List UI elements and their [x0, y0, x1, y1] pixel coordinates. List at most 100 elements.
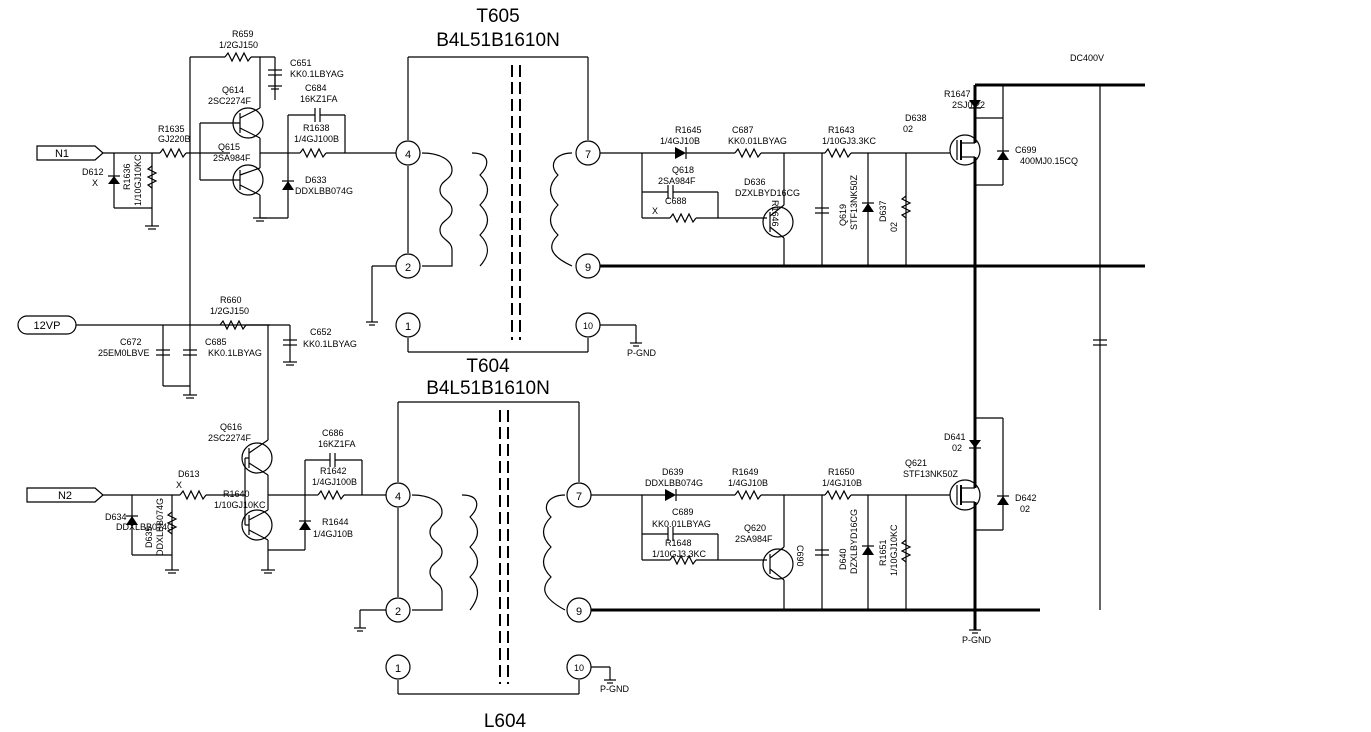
c687-val: 2SA984F — [658, 176, 696, 186]
r1641-ref: D613 — [178, 469, 200, 479]
q618-transistor — [762, 206, 794, 238]
c688-ref: R1646 — [770, 200, 780, 227]
c672-val: 25EM0LBVE — [98, 348, 150, 358]
d639-ref: D639 — [662, 467, 684, 477]
r1649-ref: R1649 — [732, 467, 759, 477]
t604-transformer: T604 B4L51B1610N 4 2 1 7 9 10 P-GND L604 — [354, 356, 630, 732]
r1635-ref: R1635 — [158, 124, 185, 134]
c652-ref: C652 — [310, 327, 332, 337]
r1645-val: 1/10GJ3.3KC — [822, 136, 877, 146]
d612-val: X — [92, 178, 98, 188]
d613-val: DDXLBB074G — [116, 522, 174, 532]
d635-val: 1/4GJ10B — [660, 136, 700, 146]
svg-text:4: 4 — [395, 491, 401, 503]
d641-ref: D641 — [944, 432, 966, 442]
c685-val: KK0.1LBYAG — [208, 348, 262, 358]
l604-ref: L604 — [484, 711, 527, 732]
c672-ref: C672 — [120, 337, 142, 347]
t605-part: B4L51B1610N — [436, 30, 560, 51]
d640-ref: D640 — [838, 548, 848, 570]
top-gate-drive: R1645 1/4GJ10B C687 KK0.01LBYAG R1643 1/… — [600, 125, 1145, 268]
q620-ref: Q620 — [744, 523, 766, 533]
q615-ref: Q615 — [218, 142, 240, 152]
r660-val: 1/2GJ150 — [210, 306, 249, 316]
t604-ref: T604 — [466, 356, 510, 377]
c684-val: 16KZ1FA — [300, 94, 338, 104]
r1644-val: KK0.01LBYAG — [728, 136, 787, 146]
d642-val: 02 — [1020, 504, 1030, 514]
bottom-gate-drive: D639 DDXLBB074G R1649 1/4GJ10B R1650 1/4… — [591, 467, 1040, 612]
q617-val: 1/10GJ10KC — [214, 500, 266, 510]
q619-mosfet — [949, 134, 981, 166]
q617-transistor — [241, 509, 273, 541]
c651-val: KK0.1LBYAG — [290, 69, 344, 79]
d639-val: DDXLBB074G — [645, 478, 703, 488]
t605-pin-1 — [395, 312, 421, 338]
t604-part: B4L51B1610N — [426, 378, 550, 399]
c686-ref: C686 — [322, 428, 344, 438]
d642-ref: D642 — [1015, 493, 1037, 503]
power-stage: D638 02 R1647 2SJ0.22 C699 400MJ0.15CQ Q… — [903, 53, 1145, 645]
q616-val: 2SC2274F — [208, 433, 252, 443]
r1651-val: 1/10GJ10KC — [889, 524, 899, 576]
d635-ref: R1645 — [675, 125, 702, 135]
r659-ref: R659 — [232, 29, 254, 39]
r1638-val: 1/4GJ100B — [294, 134, 339, 144]
r1643-ref: C688 — [665, 196, 687, 206]
q621-val: STF13NK50Z — [903, 469, 959, 479]
d634-val: 1/4GJ10B — [313, 529, 353, 539]
r1648-ref: R1648 — [665, 538, 692, 548]
c686-val: 16KZ1FA — [318, 439, 356, 449]
q616-transistor — [241, 442, 273, 474]
n2-connector — [26, 487, 104, 503]
d613-ref: D634 — [105, 512, 127, 522]
n1-label: N1 — [55, 148, 69, 160]
d640-val: DZXLBYD16CG — [849, 509, 859, 574]
r1649-val: 1/4GJ10B — [728, 478, 768, 488]
top-driver-section: N1 D612 X R1636 1/10GJ10KC R1635 GJ220B … — [36, 29, 396, 325]
t605-pin-4 — [395, 140, 421, 166]
t604-pin-1 — [385, 654, 411, 680]
q615-val: 2SA984F — [213, 153, 251, 163]
c685-ref: C685 — [205, 337, 227, 347]
q619-ref: D638 — [905, 113, 927, 123]
r1641-val: X — [176, 480, 182, 490]
d634-ref: R1644 — [322, 517, 349, 527]
r1642-val: 1/4GJ100B — [312, 477, 357, 487]
d633-val: DDXLBB074G — [295, 186, 353, 196]
t605-transformer: T605 B4L51B1610N 4 2 1 7 9 10 P-GND — [366, 6, 657, 358]
q618-val: DZXLBYD16CG — [735, 188, 800, 198]
r1643-val: X — [652, 206, 658, 216]
n1-connector — [36, 145, 104, 161]
r1646-val: 02 — [889, 222, 899, 232]
pgnd-mosfet-label: P-GND — [962, 635, 992, 645]
d637-val: 2SJ0.22 — [952, 100, 985, 110]
svg-text:2: 2 — [395, 606, 401, 618]
c689-val: KK0.01LBYAG — [652, 519, 711, 529]
svg-text:9: 9 — [585, 262, 591, 274]
d636-ref: Q619 — [838, 204, 848, 226]
pgnd-bottom-label: P-GND — [600, 684, 630, 694]
svg-text:4: 4 — [405, 149, 411, 161]
d641-val: 02 — [952, 443, 962, 453]
c684-ref: C684 — [305, 83, 327, 93]
q620-val: 2SA984F — [735, 534, 773, 544]
bottom-driver-section: N2 D634 DDXLBB074G D635 DDXLBB074G D613 … — [26, 422, 386, 574]
q618-ref: D636 — [744, 177, 766, 187]
svg-text:7: 7 — [585, 149, 591, 161]
q621-mosfet — [949, 479, 981, 511]
d637-ref: R1647 — [944, 89, 971, 99]
svg-text:10: 10 — [574, 663, 584, 673]
d612-ref: D612 — [82, 167, 104, 177]
r1650-val: 1/4GJ10B — [822, 478, 862, 488]
r1638-ref: R1638 — [303, 123, 330, 133]
r1646-ref: D637 — [878, 200, 888, 222]
r1635-val: GJ220B — [158, 134, 191, 144]
r659-val: 1/2GJ150 — [219, 40, 258, 50]
c652-val: KK0.1LBYAG — [303, 339, 357, 349]
svg-text:1: 1 — [395, 663, 401, 675]
q621-ref: Q621 — [905, 458, 927, 468]
c690-ref: C690 — [795, 545, 805, 567]
vp12-section: 12VP C672 25EM0LBVE C685 KK0.1LBYAG R660… — [17, 295, 357, 440]
n2-label: N2 — [58, 490, 72, 502]
